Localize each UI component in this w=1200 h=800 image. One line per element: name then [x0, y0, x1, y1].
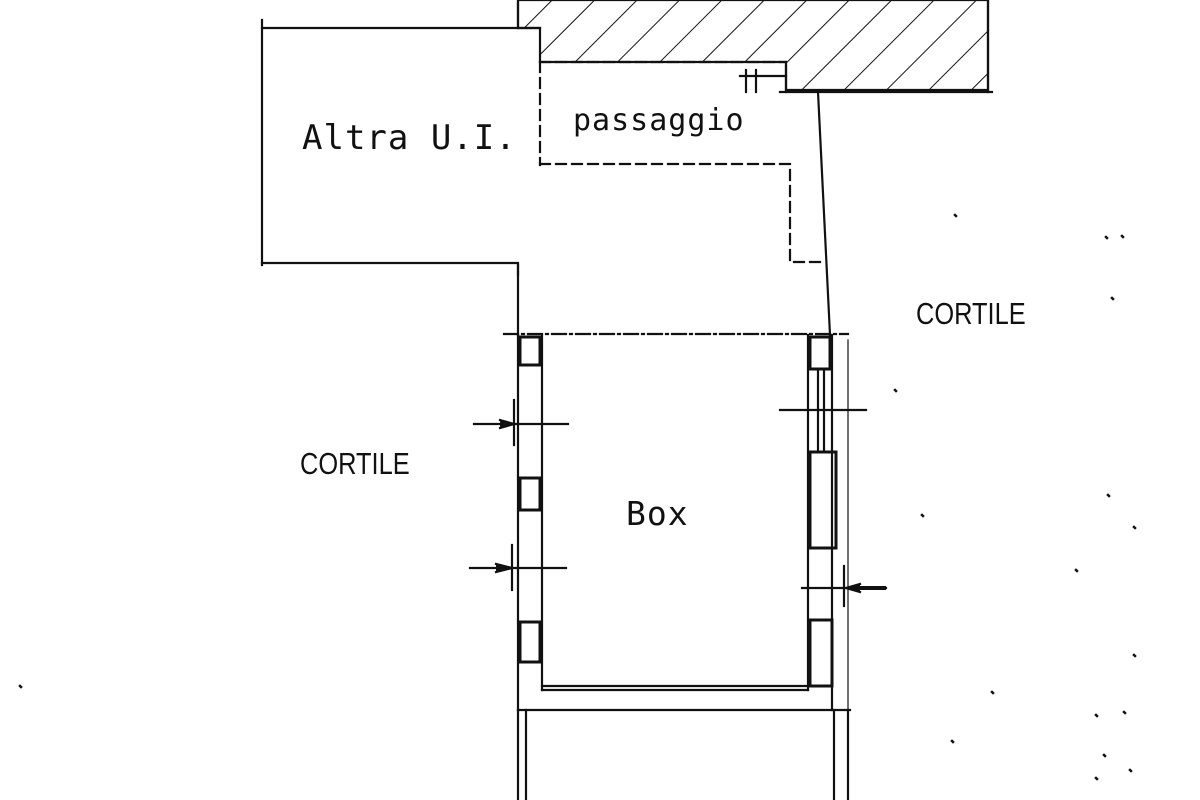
left-wall-openings: [468, 335, 570, 664]
altra-ui-outline: [260, 18, 542, 337]
box-structure: [502, 332, 852, 800]
right-wall-openings: [778, 335, 888, 688]
passaggio-outline: [538, 60, 828, 264]
room-label-passaggio: passaggio: [573, 103, 745, 138]
area-label-cortile-left: CORTILE: [300, 446, 410, 481]
right-boundary-wall: [738, 64, 832, 337]
room-label-altra-ui: Altra U.I.: [302, 118, 517, 158]
scan-specks: [18, 213, 1137, 781]
room-label-box: Box: [626, 494, 689, 533]
area-label-cortile-right: CORTILE: [916, 296, 1026, 331]
